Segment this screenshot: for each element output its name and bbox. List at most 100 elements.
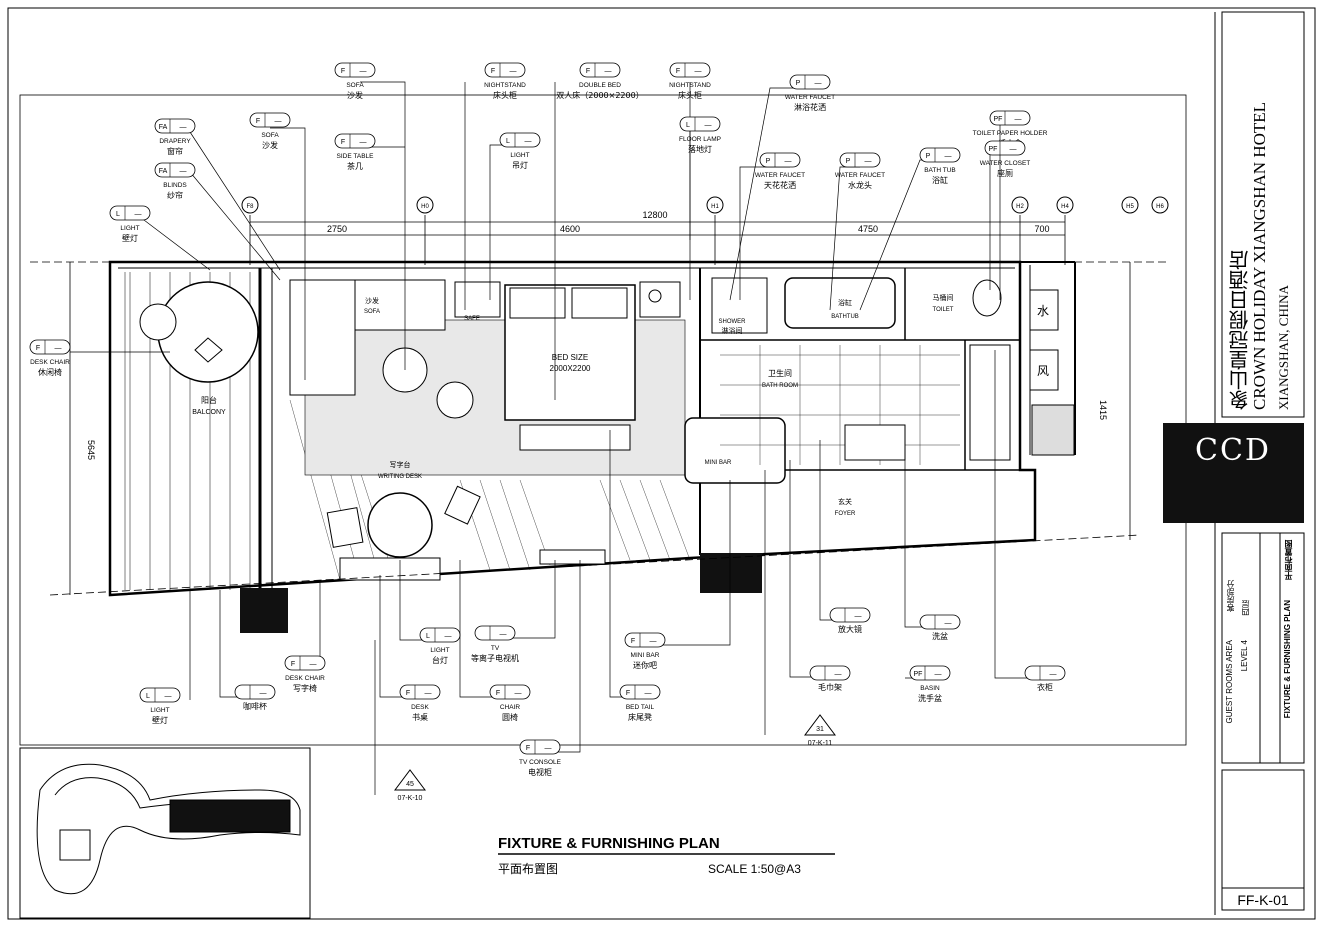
fixture-tag-dash: — (650, 638, 657, 645)
column-1 (240, 588, 288, 633)
fixture-tag-dash: — (360, 68, 367, 75)
dim-d2: 4600 (560, 224, 580, 234)
fixture-tag-code: L (146, 693, 150, 700)
floor-lamp (648, 289, 662, 303)
balcony-label: BALCONY (192, 409, 226, 416)
safe-label: SAFE (464, 316, 480, 322)
grid-mark-circle (1121, 196, 1139, 214)
bathtub-label: BATHTUB (831, 314, 859, 320)
fixture-tag-dash: — (55, 345, 62, 352)
fixture-tag-dash: — (1010, 146, 1017, 153)
fixture-tag-cn: 水龙头 (848, 180, 872, 190)
fixture-tag-en: LIGHT (120, 225, 139, 232)
fixture-tag-box (679, 116, 721, 132)
balcony-label-cn: 阳台 (201, 395, 217, 405)
fixture-tag-code: F (496, 690, 500, 697)
fixture-tag-box (1024, 665, 1066, 681)
fixture-tag-box (919, 147, 961, 163)
wardrobe (969, 344, 1011, 461)
safe (454, 281, 501, 318)
fixture-tag: —毛巾架 (809, 665, 851, 692)
drawing-title-cn: 平面布置图 (498, 862, 558, 876)
fixture-tag-en: SIDE TABLE (337, 153, 375, 160)
fixture-tag-code: P (846, 158, 851, 165)
fixture-tag-cn: 迷你吧 (633, 660, 657, 670)
title-block (1163, 11, 1305, 915)
drawing-title: FIXTURE & FURNISHING PLAN (498, 835, 720, 852)
fixture-tag-cn: 床头柜 (678, 90, 702, 100)
bathtub-label-cn: 浴缸 (838, 298, 852, 307)
fixture-tag-code: L (116, 211, 120, 218)
dim-d3: 4750 (858, 224, 878, 234)
fixture-tag-dash: — (180, 168, 187, 175)
area-cn: 客房部分 (1226, 580, 1235, 612)
key-plan (36, 763, 301, 895)
fixture-tag-cn: 写字椅 (293, 683, 317, 693)
fixture-tag-box (29, 339, 71, 355)
grid-mark-label: H6 (1156, 204, 1164, 210)
fixture-tag-en: BASIN (920, 685, 940, 692)
fixture-tag-dash: — (360, 139, 367, 146)
fixture-tag-dash: — (1015, 116, 1022, 123)
fixture-tag-dash: — (1050, 671, 1057, 678)
fixture-tag-en: NIGHTSTAND (669, 82, 711, 89)
fixture-tag-dash: — (135, 211, 142, 218)
fixture-tag-box (984, 140, 1026, 156)
minibar-label: MINI BAR (705, 460, 732, 466)
fixture-tag-cn: 台灯 (432, 655, 448, 665)
grid-mark-label: H2 (1016, 204, 1024, 210)
fixture-tag-code: F (626, 690, 630, 697)
fixture-tag-dash: — (260, 690, 267, 697)
chair (444, 485, 481, 525)
section-mark-45: 45 07-K-10 (394, 769, 426, 802)
fixture-tag-box (489, 684, 531, 700)
fixture-tag-code: P (766, 158, 771, 165)
fixture-tag-box (334, 133, 376, 149)
foyer-label-cn: 玄关 (838, 497, 852, 506)
armchair (436, 381, 474, 419)
fixture-tag-dash: — (705, 122, 712, 129)
fixture-tag-dash: — (180, 124, 187, 131)
fixture-tag-box (624, 632, 666, 648)
fixture-tag-cn: 窗帘 (167, 146, 183, 156)
fixture-tag-en: LIGHT (150, 707, 169, 714)
toilet-label: TOILET (933, 307, 954, 313)
fixture-tag-box (249, 112, 291, 128)
fixture-tag-code: F (491, 68, 495, 75)
fixture-tag-box (789, 74, 831, 90)
plan-frame (19, 94, 1187, 746)
foyer-label: FOYER (835, 511, 856, 517)
fixture-tag-code: F (631, 638, 635, 645)
fixture-tag-box (919, 614, 961, 630)
mini-bar (684, 417, 786, 484)
fixture-tag-box (669, 62, 711, 78)
fixture-tag-dash: — (545, 745, 552, 752)
sofa-label: SOFA (364, 309, 380, 315)
shower (711, 277, 768, 334)
toilet-label-cn: 马桶间 (933, 293, 954, 302)
fixture-tag-code: F (586, 68, 590, 75)
balcony-item (194, 337, 223, 363)
fixture-tag-cn: 浴缸 (932, 175, 948, 185)
fixture-tag-cn: 双人床（2000×2200） (556, 90, 643, 100)
basin (844, 424, 906, 461)
shower-label: SHOWER (719, 319, 747, 325)
fixture-tag-en: WATER FAUCET (755, 172, 805, 179)
hotel-location: XIANGSHAN, CHINA (1276, 285, 1291, 410)
fixture-tag-code: L (686, 122, 690, 129)
air-riser (1029, 349, 1059, 391)
air-riser-label: 风 (1037, 364, 1049, 378)
section-mark-num: 31 (816, 726, 824, 733)
